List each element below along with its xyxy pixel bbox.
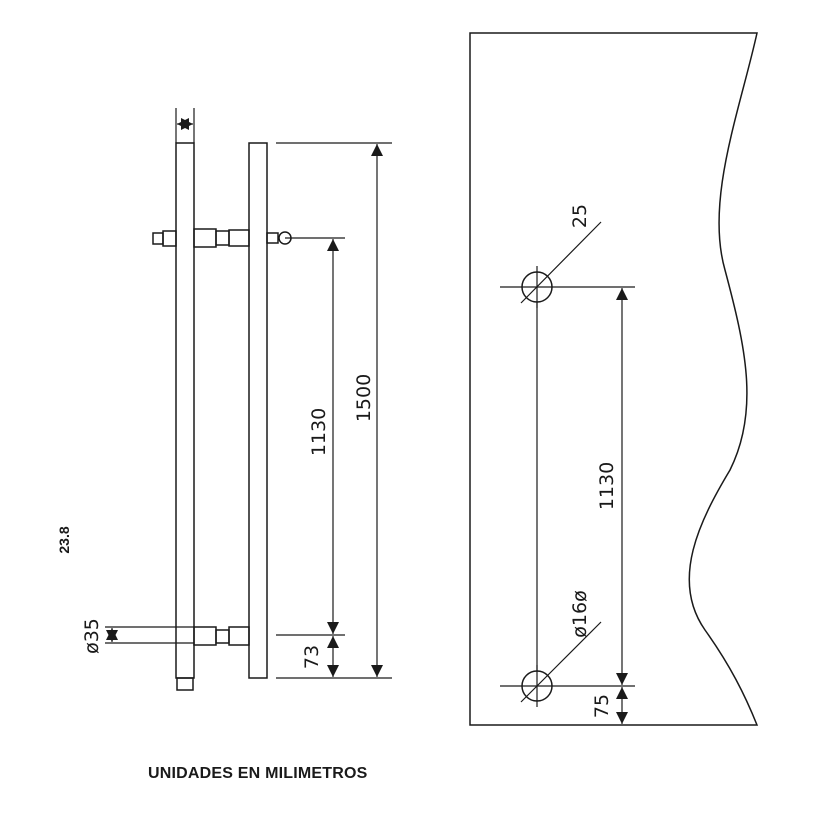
back-bar bbox=[175, 142, 195, 679]
top-spacer bbox=[215, 230, 230, 246]
drill-diameter-label: ø16ø bbox=[569, 590, 591, 637]
page-label: 23.8 bbox=[56, 526, 72, 553]
bottom-spacer bbox=[215, 629, 230, 644]
door-drilling-view: 25 ø16ø 1130 75 bbox=[469, 32, 759, 726]
bottom-collar bbox=[228, 626, 250, 646]
front-bar bbox=[248, 142, 268, 679]
top-bolt-shank bbox=[162, 230, 177, 247]
bottom-standoff bbox=[193, 626, 217, 646]
top-bolt-head bbox=[152, 232, 164, 245]
overall-length-label: 1500 bbox=[353, 374, 375, 422]
door-panel-outline bbox=[469, 32, 759, 726]
top-hole-leader bbox=[520, 221, 602, 304]
bottom-offset-label: 75 bbox=[591, 694, 613, 718]
handle-side-view: 1500 1130 73 ø35 bbox=[81, 108, 392, 691]
units-note: UNIDADES EN MILIMETROS bbox=[148, 765, 368, 782]
end-offset-label: 73 bbox=[301, 645, 323, 669]
hole-size-label: 25 bbox=[569, 204, 591, 228]
center-distance-label: 1130 bbox=[308, 408, 330, 456]
top-collar bbox=[228, 229, 250, 247]
top-nut bbox=[266, 232, 279, 244]
bar-diameter-label: ø35 bbox=[81, 618, 103, 654]
back-bar-end bbox=[176, 677, 194, 691]
hole-distance-label: 1130 bbox=[596, 462, 618, 510]
top-standoff bbox=[193, 228, 217, 248]
bottom-hole-leader bbox=[520, 621, 602, 703]
